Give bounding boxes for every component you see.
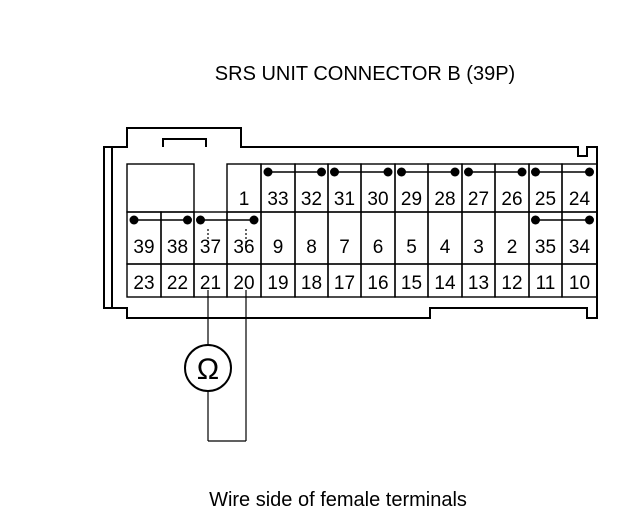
terminal-number: 1 — [239, 189, 250, 210]
terminal-number: 2 — [507, 237, 518, 258]
terminal-number: 13 — [468, 273, 489, 294]
shorting-bar-end — [531, 215, 540, 225]
terminal-number: 20 — [233, 273, 254, 294]
terminal-number: 9 — [273, 237, 284, 258]
terminal-number: 34 — [569, 237, 591, 258]
shorting-bar-end — [183, 215, 192, 225]
terminal-number: 10 — [569, 273, 590, 294]
terminal-number: 22 — [167, 273, 188, 294]
terminal-number: 26 — [501, 189, 522, 210]
terminal-number: 7 — [339, 237, 350, 258]
terminal-number: 5 — [406, 237, 417, 258]
terminal-number: 28 — [434, 189, 455, 210]
shorting-bar-end — [263, 167, 273, 177]
diagram-title: SRS UNIT CONNECTOR B (39P) — [215, 63, 515, 85]
terminal-number: 32 — [301, 189, 322, 210]
shorting-bar-end — [450, 167, 460, 177]
terminal-number: 21 — [200, 273, 221, 294]
blank-cavity — [126, 163, 195, 213]
shorting-bars — [129, 167, 594, 225]
terminal-number: 19 — [267, 273, 288, 294]
terminal-number: 23 — [133, 273, 154, 294]
shorting-bar-end — [531, 167, 540, 177]
shorting-bar-end — [330, 167, 339, 177]
connector-housing — [103, 127, 598, 319]
terminal-number: 33 — [267, 189, 288, 210]
ohm-icon: Ω — [197, 353, 219, 386]
ohmmeter: Ω — [184, 344, 232, 392]
terminal-number: 8 — [306, 237, 317, 258]
terminal-number: 12 — [501, 273, 522, 294]
shorting-bar-end — [196, 215, 205, 225]
shorting-bar-end — [464, 167, 473, 177]
shorting-bar-end — [585, 215, 594, 225]
terminal-number: 18 — [301, 273, 322, 294]
terminal-number: 36 — [233, 237, 254, 258]
terminal-number: 27 — [468, 189, 489, 210]
terminal-number: 31 — [334, 189, 355, 210]
shorting-bar-end — [129, 215, 139, 225]
terminal-number: 29 — [401, 189, 422, 210]
terminal-number: 37 — [200, 237, 221, 258]
terminal-number: 11 — [536, 273, 556, 294]
terminal-number: 17 — [334, 273, 355, 294]
shorting-bar-end — [249, 215, 259, 225]
terminal-cell — [561, 263, 598, 298]
terminal-number: 16 — [367, 273, 388, 294]
shorting-bar-end — [517, 167, 527, 177]
terminal-number: 4 — [440, 237, 451, 258]
diagram-caption: Wire side of female terminals — [209, 489, 467, 511]
terminal-number: 6 — [373, 237, 384, 258]
shorting-bar-end — [585, 167, 594, 177]
terminal-number: 38 — [167, 237, 188, 258]
terminal-number: 30 — [367, 189, 388, 210]
terminal-number: 15 — [401, 273, 422, 294]
terminal-number: 25 — [535, 189, 556, 210]
probe-leads — [207, 229, 247, 442]
terminal-number: 14 — [434, 273, 456, 294]
shorting-bar-end — [317, 167, 326, 177]
shorting-bar-end — [397, 167, 406, 177]
terminal-number: 3 — [473, 237, 484, 258]
terminal-number: 35 — [535, 237, 556, 258]
terminal-number: 24 — [569, 189, 591, 210]
shorting-bar-end — [383, 167, 393, 177]
terminal-number: 39 — [133, 237, 154, 258]
